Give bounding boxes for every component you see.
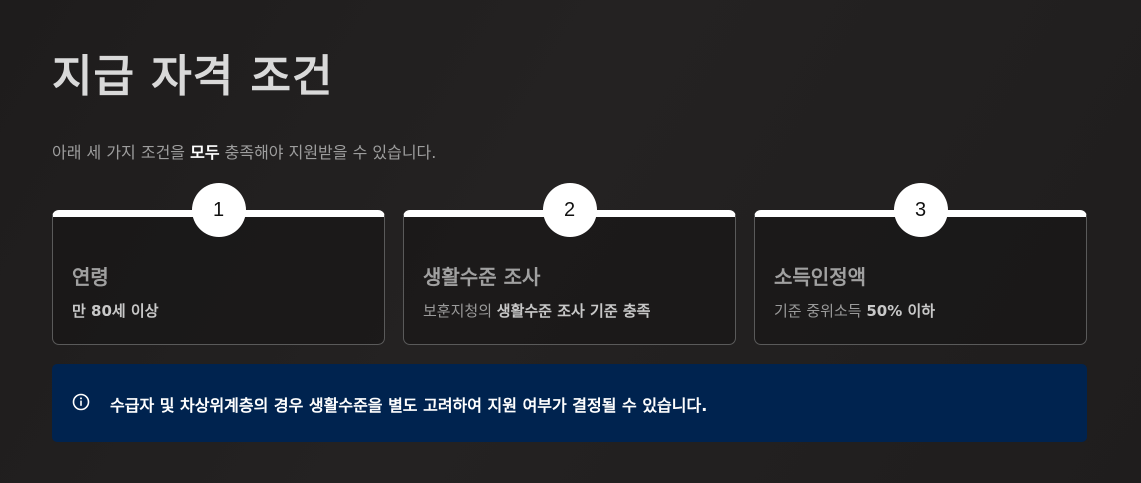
subtitle-text-before: 아래 세 가지 조건을 [52, 143, 191, 162]
condition-cards: 1 연령 만 80세 이상 2 생활수준 조사 보훈지청의 생활수준 조사 기준… [52, 183, 1087, 345]
info-notice: 수급자 및 차상위계층의 경우 생활수준을 별도 고려하여 지원 여부가 결정될… [52, 364, 1087, 442]
card-desc-income: 기준 중위소득 50% 이하 [774, 300, 935, 321]
card-desc-emphasis: 만 80세 이상 [72, 302, 159, 320]
notice-text: 수급자 및 차상위계층의 경우 생활수준을 별도 고려하여 지원 여부가 결정될… [110, 396, 708, 415]
page-subtitle: 아래 세 가지 조건을 모두 충족해야 지원받을 수 있습니다. [52, 139, 436, 163]
card-desc-text: 보훈지청의 [423, 302, 497, 320]
step-badge-3: 3 [893, 183, 948, 237]
step-badge-2: 2 [542, 183, 597, 237]
step-badge-1: 1 [191, 183, 246, 237]
condition-card-age: 1 연령 만 80세 이상 [52, 183, 385, 345]
condition-card-income: 3 소득인정액 기준 중위소득 50% 이하 [754, 183, 1087, 345]
page-title: 지급 자격 조건 [52, 51, 334, 102]
card-desc-living-standard: 보훈지청의 생활수준 조사 기준 충족 [423, 300, 650, 321]
card-title-living-standard: 생활수준 조사 [423, 265, 541, 289]
condition-card-living-standard: 2 생활수준 조사 보훈지청의 생활수준 조사 기준 충족 [403, 183, 736, 345]
card-desc-age: 만 80세 이상 [72, 300, 159, 321]
card-title-income: 소득인정액 [774, 265, 866, 289]
info-icon [72, 393, 90, 411]
card-title-age: 연령 [72, 265, 109, 289]
card-desc-text: 기준 중위소득 [774, 302, 867, 320]
card-desc-emphasis: 50% 이하 [866, 302, 936, 320]
subtitle-emphasis: 모두 [190, 143, 220, 162]
subtitle-text-after: 충족해야 지원받을 수 있습니다. [219, 143, 437, 162]
card-desc-emphasis: 생활수준 조사 기준 충족 [496, 302, 651, 320]
